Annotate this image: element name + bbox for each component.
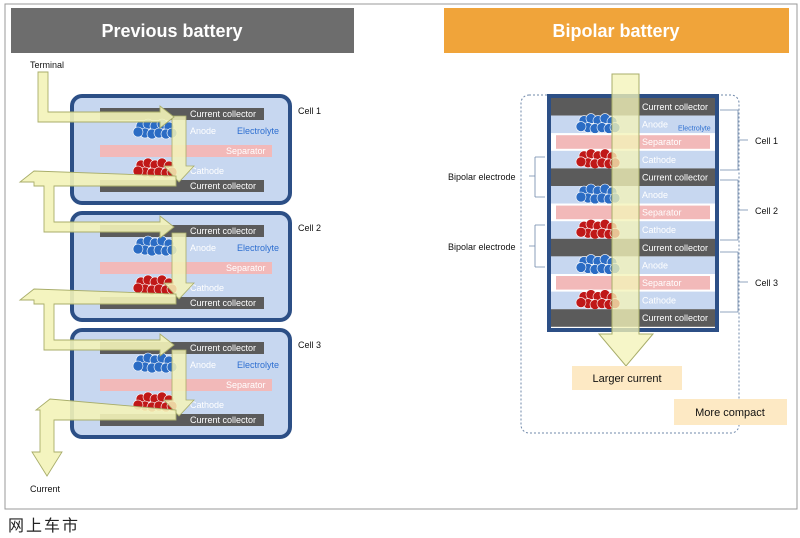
collector-bottom-label: Current collector [190, 298, 256, 308]
bipolar-electrode-bracket-2 [529, 224, 545, 268]
larger-current-arrow [597, 73, 655, 367]
bipolar-layer-label: Anode [642, 120, 668, 130]
right-header-title: Bipolar battery [552, 21, 679, 41]
cathode-label: Cathode [190, 283, 224, 293]
bipolar-layer-label: Cathode [642, 225, 676, 235]
electrolyte-label: Electrolyte [237, 243, 279, 253]
bipolar-layer-label: Separator [642, 208, 682, 218]
electrolyte-label: Electrolyte [237, 126, 279, 136]
bipolar-layer-label: Anode [642, 190, 668, 200]
right-cell-label-2: Cell 2 [755, 206, 778, 216]
bipolar-layer-label: Current collector [642, 313, 708, 323]
bipolar-layer-label: Cathode [642, 296, 676, 306]
cell-down-arrow [163, 232, 195, 300]
bipolar-layer-label: Anode [642, 260, 668, 270]
right-header-bar [444, 8, 789, 53]
anode-label: Anode [190, 126, 216, 136]
bipolar-electrode-bracket-1 [529, 156, 545, 198]
more-compact-text: More compact [695, 407, 765, 419]
separator-label: Separator [226, 263, 266, 273]
cell-3-bracket [720, 251, 748, 313]
cell-2-bracket [720, 179, 748, 241]
left-header-bar [11, 8, 354, 53]
collector-top-label: Current collector [190, 343, 256, 353]
cell-down-arrow [163, 349, 195, 417]
cell-1-bracket [720, 109, 748, 171]
anode-particles [132, 352, 178, 374]
more-compact-box [674, 399, 787, 425]
current-out-arrow [31, 398, 177, 477]
larger-current-box [572, 366, 682, 390]
anode-label: Anode [190, 243, 216, 253]
cell-name-label: Cell 3 [298, 340, 321, 350]
bipolar-layer-label: Current collector [642, 102, 708, 112]
connector-2-3 [18, 288, 177, 357]
electrolyte-label: Electrolyte [237, 360, 279, 370]
bipolar-layer-label: Separator [642, 278, 682, 288]
bipolar-electrolyte-label: Electrolyte [678, 126, 711, 133]
left-current-path [18, 71, 177, 477]
current-label: Current [30, 484, 61, 494]
anode-particles [132, 118, 178, 140]
anode-label: Anode [190, 360, 216, 370]
collector-bottom-label: Current collector [190, 415, 256, 425]
right-cell-label-1: Cell 1 [755, 136, 778, 146]
terminal-label: Terminal [30, 60, 64, 70]
anode-particles [132, 235, 178, 257]
bipolar-layer-label: Cathode [642, 155, 676, 165]
cathode-label: Cathode [190, 166, 224, 176]
separator-label: Separator [226, 146, 266, 156]
left-header-title: Previous battery [101, 21, 242, 41]
connector-1-2 [18, 170, 177, 239]
cathode-label: Cathode [190, 400, 224, 410]
bipolar-electrode-label-1: Bipolar electrode [448, 172, 516, 182]
bipolar-cathode-particles [575, 218, 621, 240]
terminal-arrow [37, 71, 175, 129]
separator-label: Separator [226, 380, 266, 390]
bipolar-layer-label: Current collector [642, 172, 708, 182]
bipolar-layer-label: Current collector [642, 243, 708, 253]
bipolar-layer-label: Separator [642, 137, 682, 147]
collector-top-label: Current collector [190, 109, 256, 119]
cell-down-arrow [163, 115, 195, 183]
collector-bottom-label: Current collector [190, 181, 256, 191]
collector-top-label: Current collector [190, 226, 256, 236]
right-cell-label-3: Cell 3 [755, 278, 778, 288]
watermark-text: 网上车市 [8, 516, 81, 535]
bipolar-electrode-label-2: Bipolar electrode [448, 242, 516, 252]
cell-name-label: Cell 1 [298, 106, 321, 116]
larger-current-text: Larger current [592, 373, 661, 385]
cell-name-label: Cell 2 [298, 223, 321, 233]
